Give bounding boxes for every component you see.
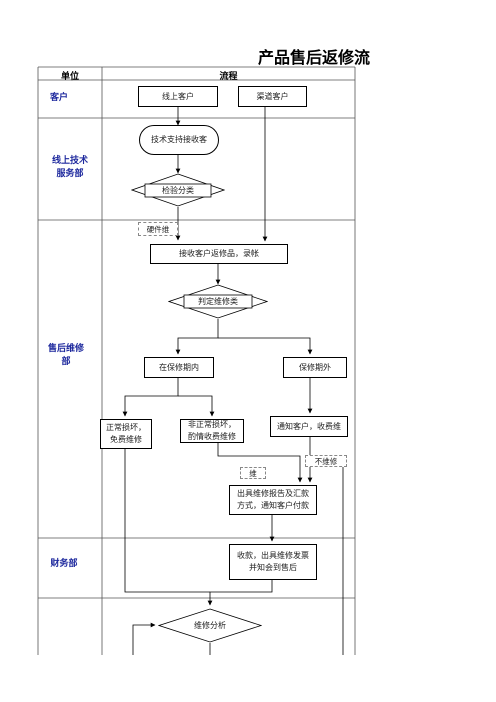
node-normal-damage: 正常损坏，免费维修 — [100, 419, 152, 449]
label-hardware: 硬件维 — [138, 222, 178, 236]
label-repair: 维 — [240, 467, 266, 479]
node-notify-customer: 通知客户，收费维 — [270, 416, 348, 437]
node-collect: 收款，出具维修发票并知会到售后 — [229, 544, 317, 580]
page-title: 产品售后返修流 — [258, 48, 371, 67]
dept-tech-service: 线上技术服务部 — [51, 156, 88, 179]
header-unit: 单位 — [60, 72, 79, 82]
dept-customer: 客户 — [49, 93, 68, 103]
node-abnormal-damage: 非正常损坏，酌情收费维修 — [180, 419, 244, 443]
node-channel-customer: 渠道客户 — [238, 86, 307, 107]
node-online-customer: 线上客户 — [138, 86, 218, 107]
node-tech-support: 技术支持接收客 — [139, 125, 219, 155]
decision-analysis: 维修分析 — [194, 621, 226, 630]
node-receive: 接收客户返修品，录帐 — [150, 244, 288, 264]
node-out-warranty: 保修期外 — [283, 357, 347, 378]
dept-aftersales: 售后维修部 — [47, 344, 84, 367]
decision-inspect: 检验分类 — [162, 186, 194, 195]
dept-finance: 财务部 — [50, 559, 78, 569]
header-flow: 流程 — [219, 72, 238, 82]
node-in-warranty: 在保修期内 — [144, 357, 214, 378]
decision-judge: 判定维修类 — [198, 297, 238, 306]
node-report: 出具维修报告及汇款方式，通知客户付款 — [229, 485, 317, 515]
label-no-repair: 不维修 — [305, 455, 347, 467]
